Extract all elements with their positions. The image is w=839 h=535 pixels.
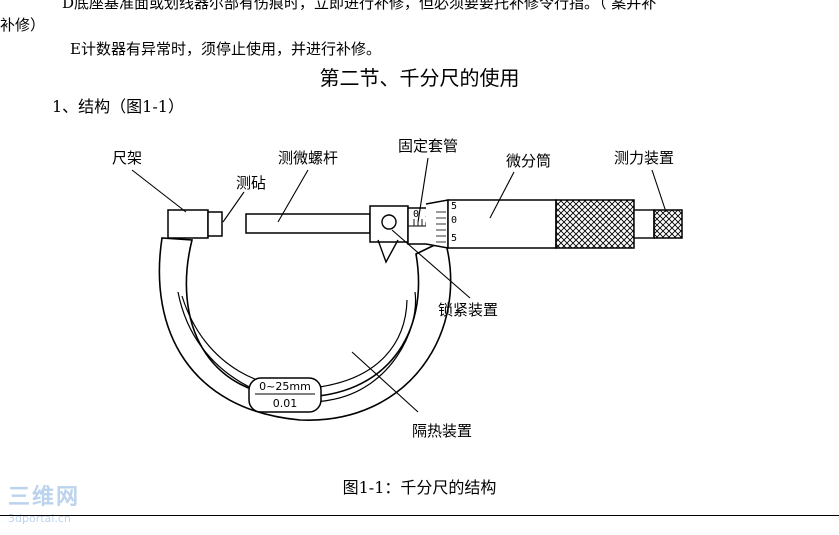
anvil-face bbox=[207, 211, 223, 237]
resolution-value: 0.01 bbox=[273, 397, 298, 410]
label-anvil: 测砧 bbox=[236, 174, 266, 192]
label-lock: 锁紧装置 bbox=[438, 301, 498, 319]
leader-thimble bbox=[489, 171, 515, 219]
leader-anvil bbox=[222, 191, 245, 223]
watermark-site: 3dportal.cn bbox=[8, 512, 71, 525]
knurled-grip bbox=[555, 199, 635, 249]
range-plate bbox=[248, 377, 322, 413]
spindle bbox=[245, 213, 371, 234]
watermark-logo: 三维网 bbox=[8, 484, 80, 510]
lock-screw bbox=[381, 214, 397, 230]
range-value: 0~25mm bbox=[259, 380, 311, 393]
leader-sleeve bbox=[417, 157, 429, 223]
leader-ratchet bbox=[651, 169, 667, 213]
page-rule bbox=[0, 515, 839, 516]
figure-caption: 图1-1：千分尺的结构 bbox=[342, 478, 497, 497]
leader-insulation bbox=[351, 351, 419, 413]
label-thimble: 微分筒 bbox=[506, 152, 551, 170]
truncated-paragraph-line: D底座基准面或划线器尔部有伤痕时，立即进行补修，但必须要要托补修令行指。（ 案并… bbox=[62, 0, 657, 12]
label-frame: 尺架 bbox=[112, 149, 142, 167]
site-watermark: 三维网 3dportal.cn bbox=[8, 484, 80, 525]
label-sleeve: 固定套管 bbox=[398, 137, 458, 155]
leader-lock bbox=[391, 229, 471, 299]
sleeve-marks: 0 5 bbox=[413, 209, 431, 220]
label-ratchet: 测力装置 bbox=[614, 149, 674, 167]
frame-inner-groove bbox=[177, 291, 417, 403]
item-e-text: E计数器有异常时，须停止使用，并进行补修。 bbox=[70, 40, 381, 58]
thimble-mark: 5 bbox=[451, 201, 457, 212]
leader-spindle bbox=[277, 169, 309, 223]
structure-heading: 1、结构（图1-1） bbox=[52, 97, 184, 116]
anvil-block bbox=[167, 209, 209, 239]
section-title: 第二节、千分尺的使用 bbox=[319, 66, 520, 90]
leader-frame bbox=[131, 169, 187, 213]
truncated-paragraph-tail: 补修） bbox=[0, 16, 46, 34]
label-insulation: 隔热装置 bbox=[412, 422, 472, 440]
thimble bbox=[447, 199, 557, 249]
label-spindle: 测微螺杆 bbox=[278, 149, 338, 167]
thimble-mark: 5 bbox=[451, 233, 457, 244]
thimble-mark: 0 bbox=[451, 215, 457, 226]
ratchet bbox=[653, 209, 683, 239]
